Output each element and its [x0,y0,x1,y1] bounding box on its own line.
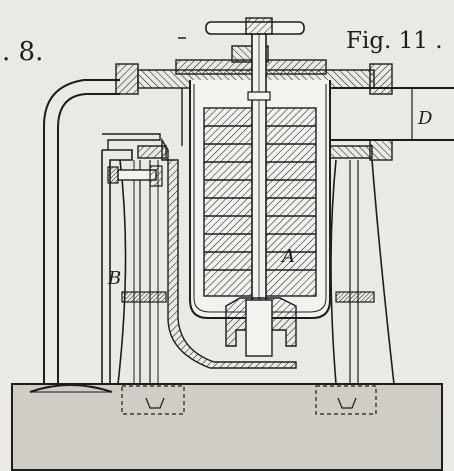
support-frame-b [43,79,167,385]
outlet-pipe-d [326,87,454,161]
foundation-base [11,383,443,471]
label-b: B [107,268,121,289]
central-shaft [247,29,271,327]
bolt-recess-left [121,385,185,415]
bearing-bracket [102,133,163,187]
label-d: D [417,108,433,129]
page-number-fragment: . 8. [2,37,43,67]
handwheel-handle [205,17,305,35]
bottom-hub [225,297,297,357]
right-pedestal [330,159,395,385]
label-a: A [280,246,295,267]
outer-casing [137,88,373,369]
bolt-recess-right [315,385,377,415]
figure-title: Fig. 11 . [346,28,443,54]
